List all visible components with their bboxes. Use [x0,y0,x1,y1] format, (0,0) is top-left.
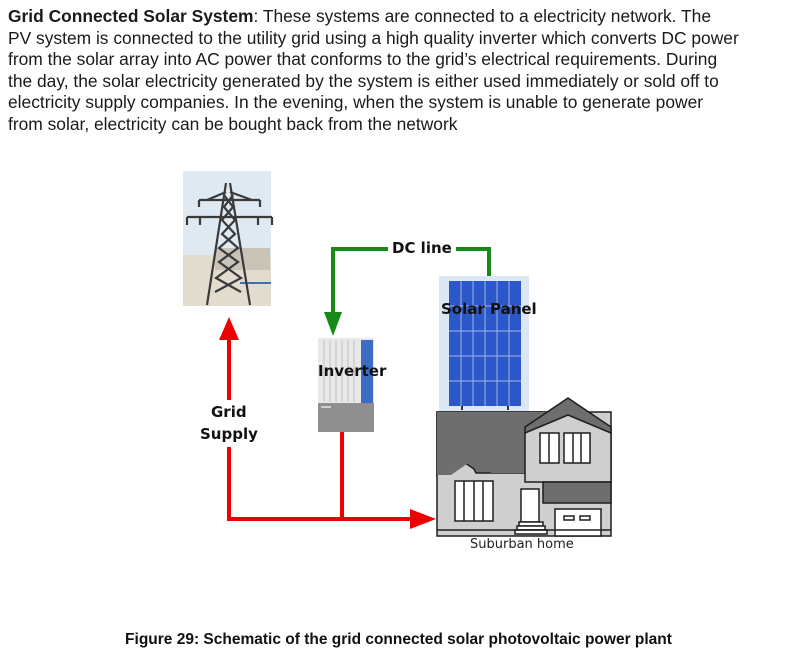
solar-panel-image [439,276,529,411]
paragraph-line: the day, the solar electricity generated… [8,70,719,91]
transmission-tower-image [183,171,274,306]
paragraph-line: from solar, electricity can be bought ba… [8,113,458,134]
grid-supply-label-line2: Supply [200,425,258,443]
inverter-label: Inverter [318,362,387,380]
dc-line-label: DC line [392,239,452,257]
paragraph-line: from the solar array into AC power that … [8,49,718,69]
dc-arrow-head-icon [324,312,342,336]
inverter-image [318,338,374,432]
grid-arrow-head-icon [219,317,239,340]
intro-paragraph: Grid Connected Solar System: These syste… [8,6,793,135]
solar-panel-label: Solar Panel [441,300,537,318]
paragraph-line: : These systems are connected to a elect… [253,6,711,26]
home-arrow-head-icon [410,509,436,529]
paragraph-line: PV system is connected to the utility gr… [8,27,739,48]
paragraph-heading: Grid Connected Solar System [8,6,254,26]
ac-grid-lines [219,317,436,529]
figure-caption: Figure 29: Schematic of the grid connect… [125,631,672,648]
suburban-home-image [436,397,612,537]
paragraph-line: electricity supply companies. In the eve… [8,92,704,112]
grid-supply-label-line1: Grid [211,403,247,421]
suburban-home-label: Suburban home [470,537,574,552]
